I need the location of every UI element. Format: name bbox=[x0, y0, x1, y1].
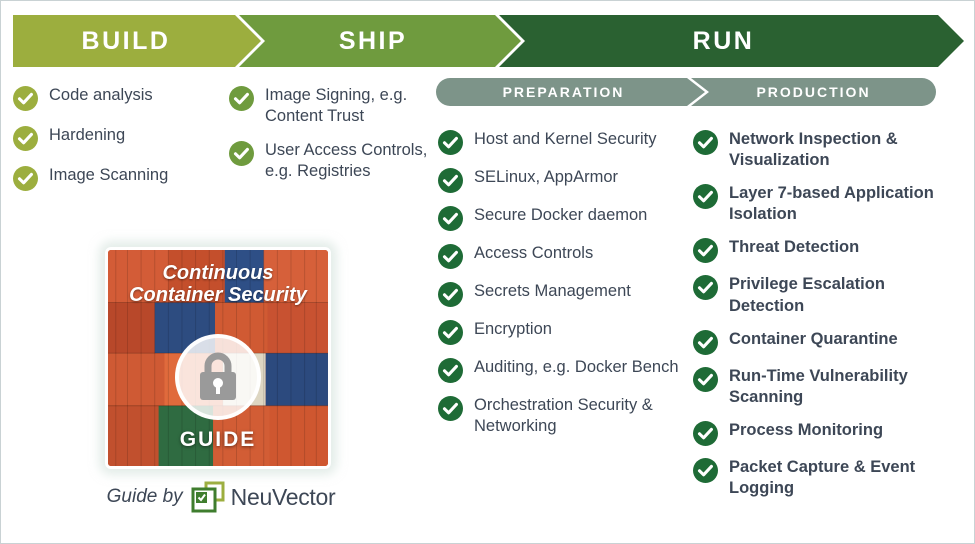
guide-byline: Guide by NeuVector bbox=[105, 481, 337, 513]
check-circle-icon bbox=[693, 130, 718, 155]
production-item-label: Container Quarantine bbox=[729, 329, 898, 348]
list-item: Image Scanning bbox=[13, 165, 228, 191]
preparation-item-label: Host and Kernel Security bbox=[474, 130, 657, 148]
check-circle-icon bbox=[438, 358, 463, 383]
list-item: Process Monitoring bbox=[693, 420, 955, 446]
check-circle-icon bbox=[13, 126, 38, 151]
preparation-item-label: Orchestration Security & Networking bbox=[474, 396, 653, 436]
build-item-label: Hardening bbox=[49, 126, 126, 144]
list-item: Secrets Management bbox=[438, 281, 690, 307]
list-item: Auditing, e.g. Docker Bench bbox=[438, 357, 690, 383]
list-item: Threat Detection bbox=[693, 237, 955, 264]
neuvector-wordmark: NeuVector bbox=[230, 483, 336, 510]
guide-cover-label: GUIDE bbox=[179, 428, 257, 451]
list-item: SELinux, AppArmor bbox=[438, 167, 690, 193]
check-circle-icon bbox=[229, 141, 254, 167]
production-item-label: Process Monitoring bbox=[729, 420, 884, 439]
build-item-label: Image Scanning bbox=[49, 166, 169, 184]
list-item: Network Inspection & Visualization bbox=[693, 129, 955, 171]
list-item: Packet Capture & Event Logging bbox=[693, 457, 955, 499]
check-circle-icon bbox=[693, 457, 718, 483]
preparation-item-label: Encryption bbox=[474, 320, 552, 338]
production-item-label: Network Inspection & Visualization bbox=[729, 130, 898, 170]
stage-label-ship: SHIP bbox=[338, 26, 408, 55]
stage-chevron-ship[interactable]: SHIP bbox=[239, 15, 521, 67]
stage-chevron-run[interactable]: RUN bbox=[499, 15, 964, 67]
list-item: Privilege Escalation Detection bbox=[693, 274, 955, 316]
check-circle-icon bbox=[693, 366, 718, 392]
check-circle-icon bbox=[438, 320, 463, 345]
list-item: Image Signing, e.g. Content Trust bbox=[229, 85, 429, 127]
list-item: Secure Docker daemon bbox=[438, 205, 690, 231]
production-item-label: Threat Detection bbox=[729, 238, 860, 257]
preparation-item-label: Auditing, e.g. Docker Bench bbox=[474, 358, 679, 376]
list-item: Container Quarantine bbox=[693, 329, 955, 355]
list-item: User Access Controls, e.g. Registries bbox=[229, 140, 429, 182]
chevron-right-icon bbox=[687, 78, 709, 106]
check-circle-icon bbox=[693, 329, 718, 355]
check-circle-icon bbox=[693, 184, 718, 210]
ship-item-label: Image Signing, e.g. Content Trust bbox=[265, 86, 408, 126]
preparation-item-label: Access Controls bbox=[474, 244, 594, 262]
substage-label-production[interactable]: PRODUCTION bbox=[756, 84, 871, 100]
list-item: Orchestration Security & Networking bbox=[438, 395, 690, 437]
preparation-item-label: Secrets Management bbox=[474, 282, 631, 300]
guide-promo[interactable]: Continuous Container Security GUIDE Guid… bbox=[105, 247, 337, 513]
production-item-label: Packet Capture & Event Logging bbox=[729, 457, 916, 497]
check-circle-icon bbox=[438, 282, 463, 307]
check-circle-icon bbox=[438, 396, 463, 421]
check-circle-icon bbox=[693, 238, 718, 264]
substage-label-preparation[interactable]: PREPARATION bbox=[502, 84, 625, 100]
check-circle-icon bbox=[13, 166, 38, 191]
guide-cover-title: Continuous Container Security bbox=[129, 262, 307, 307]
list-item: Access Controls bbox=[438, 243, 690, 269]
guide-cover-image[interactable]: Continuous Container Security GUIDE bbox=[105, 247, 331, 469]
run-substage-banner: PREPARATION PRODUCTION bbox=[436, 78, 936, 106]
ship-item-label: User Access Controls, e.g. Registries bbox=[265, 141, 428, 181]
padlock-icon bbox=[175, 334, 261, 420]
preparation-item-label: SELinux, AppArmor bbox=[474, 168, 618, 186]
list-item: Code analysis bbox=[13, 85, 228, 111]
stage-chevron-build[interactable]: BUILD bbox=[13, 15, 261, 67]
check-circle-icon bbox=[438, 206, 463, 231]
list-item: Layer 7-based Application Isolation bbox=[693, 183, 955, 225]
production-item-label: Layer 7-based Application Isolation bbox=[729, 184, 934, 224]
check-circle-icon bbox=[438, 168, 463, 193]
pipeline-banner: BUILD SHIP RUN bbox=[13, 15, 964, 67]
check-circle-icon bbox=[13, 86, 38, 111]
stage-label-build: BUILD bbox=[81, 26, 171, 55]
production-item-label: Privilege Escalation Detection bbox=[729, 275, 885, 315]
preparation-item-label: Secure Docker daemon bbox=[474, 206, 648, 224]
production-item-label: Run-Time Vulnerability Scanning bbox=[729, 366, 908, 406]
check-circle-icon bbox=[438, 244, 463, 269]
list-item: Host and Kernel Security bbox=[438, 129, 690, 155]
check-circle-icon bbox=[693, 275, 718, 301]
build-item-label: Code analysis bbox=[49, 86, 153, 104]
check-circle-icon bbox=[693, 420, 718, 446]
neuvector-logo-icon bbox=[191, 481, 225, 513]
list-item: Encryption bbox=[438, 319, 690, 345]
guide-byline-text: Guide by bbox=[106, 486, 183, 507]
list-item: Run-Time Vulnerability Scanning bbox=[693, 366, 955, 408]
check-circle-icon bbox=[229, 86, 254, 111]
check-circle-icon bbox=[438, 130, 463, 155]
stage-label-run: RUN bbox=[692, 26, 755, 55]
list-item: Hardening bbox=[13, 125, 228, 151]
